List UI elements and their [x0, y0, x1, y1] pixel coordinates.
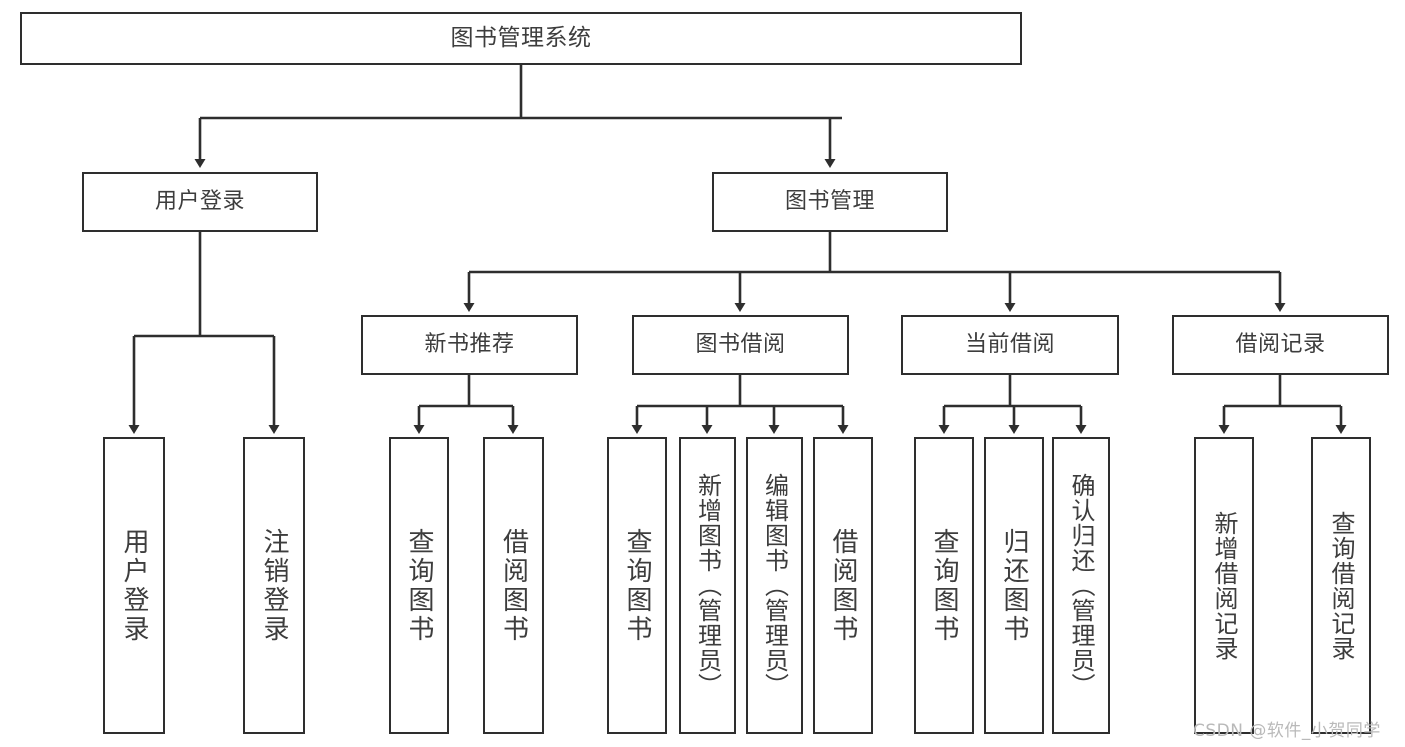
leaf-confirm-return-admin[interactable]: 确认归还（管理员）	[1052, 437, 1110, 734]
node-user-login[interactable]: 用户登录	[82, 172, 318, 232]
leaf-query-book-current-label: 查询图书	[929, 527, 959, 644]
watermark: CSDN @软件_小贺同学	[1193, 721, 1381, 741]
leaf-query-borrow-record-label: 查询借阅记录	[1327, 510, 1355, 661]
leaf-add-book-admin[interactable]: 新增图书（管理员）	[679, 437, 736, 734]
leaf-query-book-current[interactable]: 查询图书	[914, 437, 974, 734]
node-book-borrow[interactable]: 图书借阅	[632, 315, 849, 375]
leaf-user-login[interactable]: 用户登录	[103, 437, 165, 734]
node-book-borrow-label: 图书借阅	[695, 332, 786, 358]
leaf-add-book-admin-label: 新增图书（管理员）	[693, 473, 722, 698]
leaf-confirm-return-admin-label: 确认归还（管理员）	[1067, 473, 1095, 698]
leaf-borrow-book-newbook-label: 借阅图书	[498, 527, 529, 644]
node-new-book-recommend-label: 新书推荐	[424, 332, 515, 358]
leaf-query-book-newbook-label: 查询图书	[404, 527, 434, 644]
leaf-add-borrow-record[interactable]: 新增借阅记录	[1194, 437, 1254, 734]
leaf-borrow-book[interactable]: 借阅图书	[813, 437, 873, 734]
leaf-query-borrow-record[interactable]: 查询借阅记录	[1311, 437, 1371, 734]
node-borrow-record-label: 借阅记录	[1235, 332, 1326, 358]
leaf-borrow-book-label: 借阅图书	[828, 527, 858, 644]
leaf-logout[interactable]: 注销登录	[243, 437, 305, 734]
leaf-query-book-newbook[interactable]: 查询图书	[389, 437, 449, 734]
leaf-return-book-label: 归还图书	[999, 527, 1029, 644]
node-current-borrow-label: 当前借阅	[964, 332, 1055, 358]
leaf-return-book[interactable]: 归还图书	[984, 437, 1044, 734]
node-book-management-label: 图书管理	[784, 189, 875, 215]
leaf-edit-book-admin-label: 编辑图书（管理员）	[760, 473, 789, 698]
node-root-label: 图书管理系统	[450, 24, 592, 51]
node-new-book-recommend[interactable]: 新书推荐	[361, 315, 578, 375]
node-root[interactable]: 图书管理系统	[20, 12, 1022, 65]
leaf-logout-label: 注销登录	[259, 527, 289, 644]
node-borrow-record[interactable]: 借阅记录	[1172, 315, 1389, 375]
leaf-query-book-borrow[interactable]: 查询图书	[607, 437, 667, 734]
leaf-add-borrow-record-label: 新增借阅记录	[1210, 510, 1238, 661]
node-user-login-label: 用户登录	[154, 189, 245, 215]
leaf-query-book-borrow-label: 查询图书	[622, 527, 652, 644]
leaf-borrow-book-newbook[interactable]: 借阅图书	[483, 437, 544, 734]
node-current-borrow[interactable]: 当前借阅	[901, 315, 1119, 375]
leaf-edit-book-admin[interactable]: 编辑图书（管理员）	[746, 437, 803, 734]
node-book-management[interactable]: 图书管理	[712, 172, 948, 232]
leaf-user-login-label: 用户登录	[119, 527, 149, 644]
